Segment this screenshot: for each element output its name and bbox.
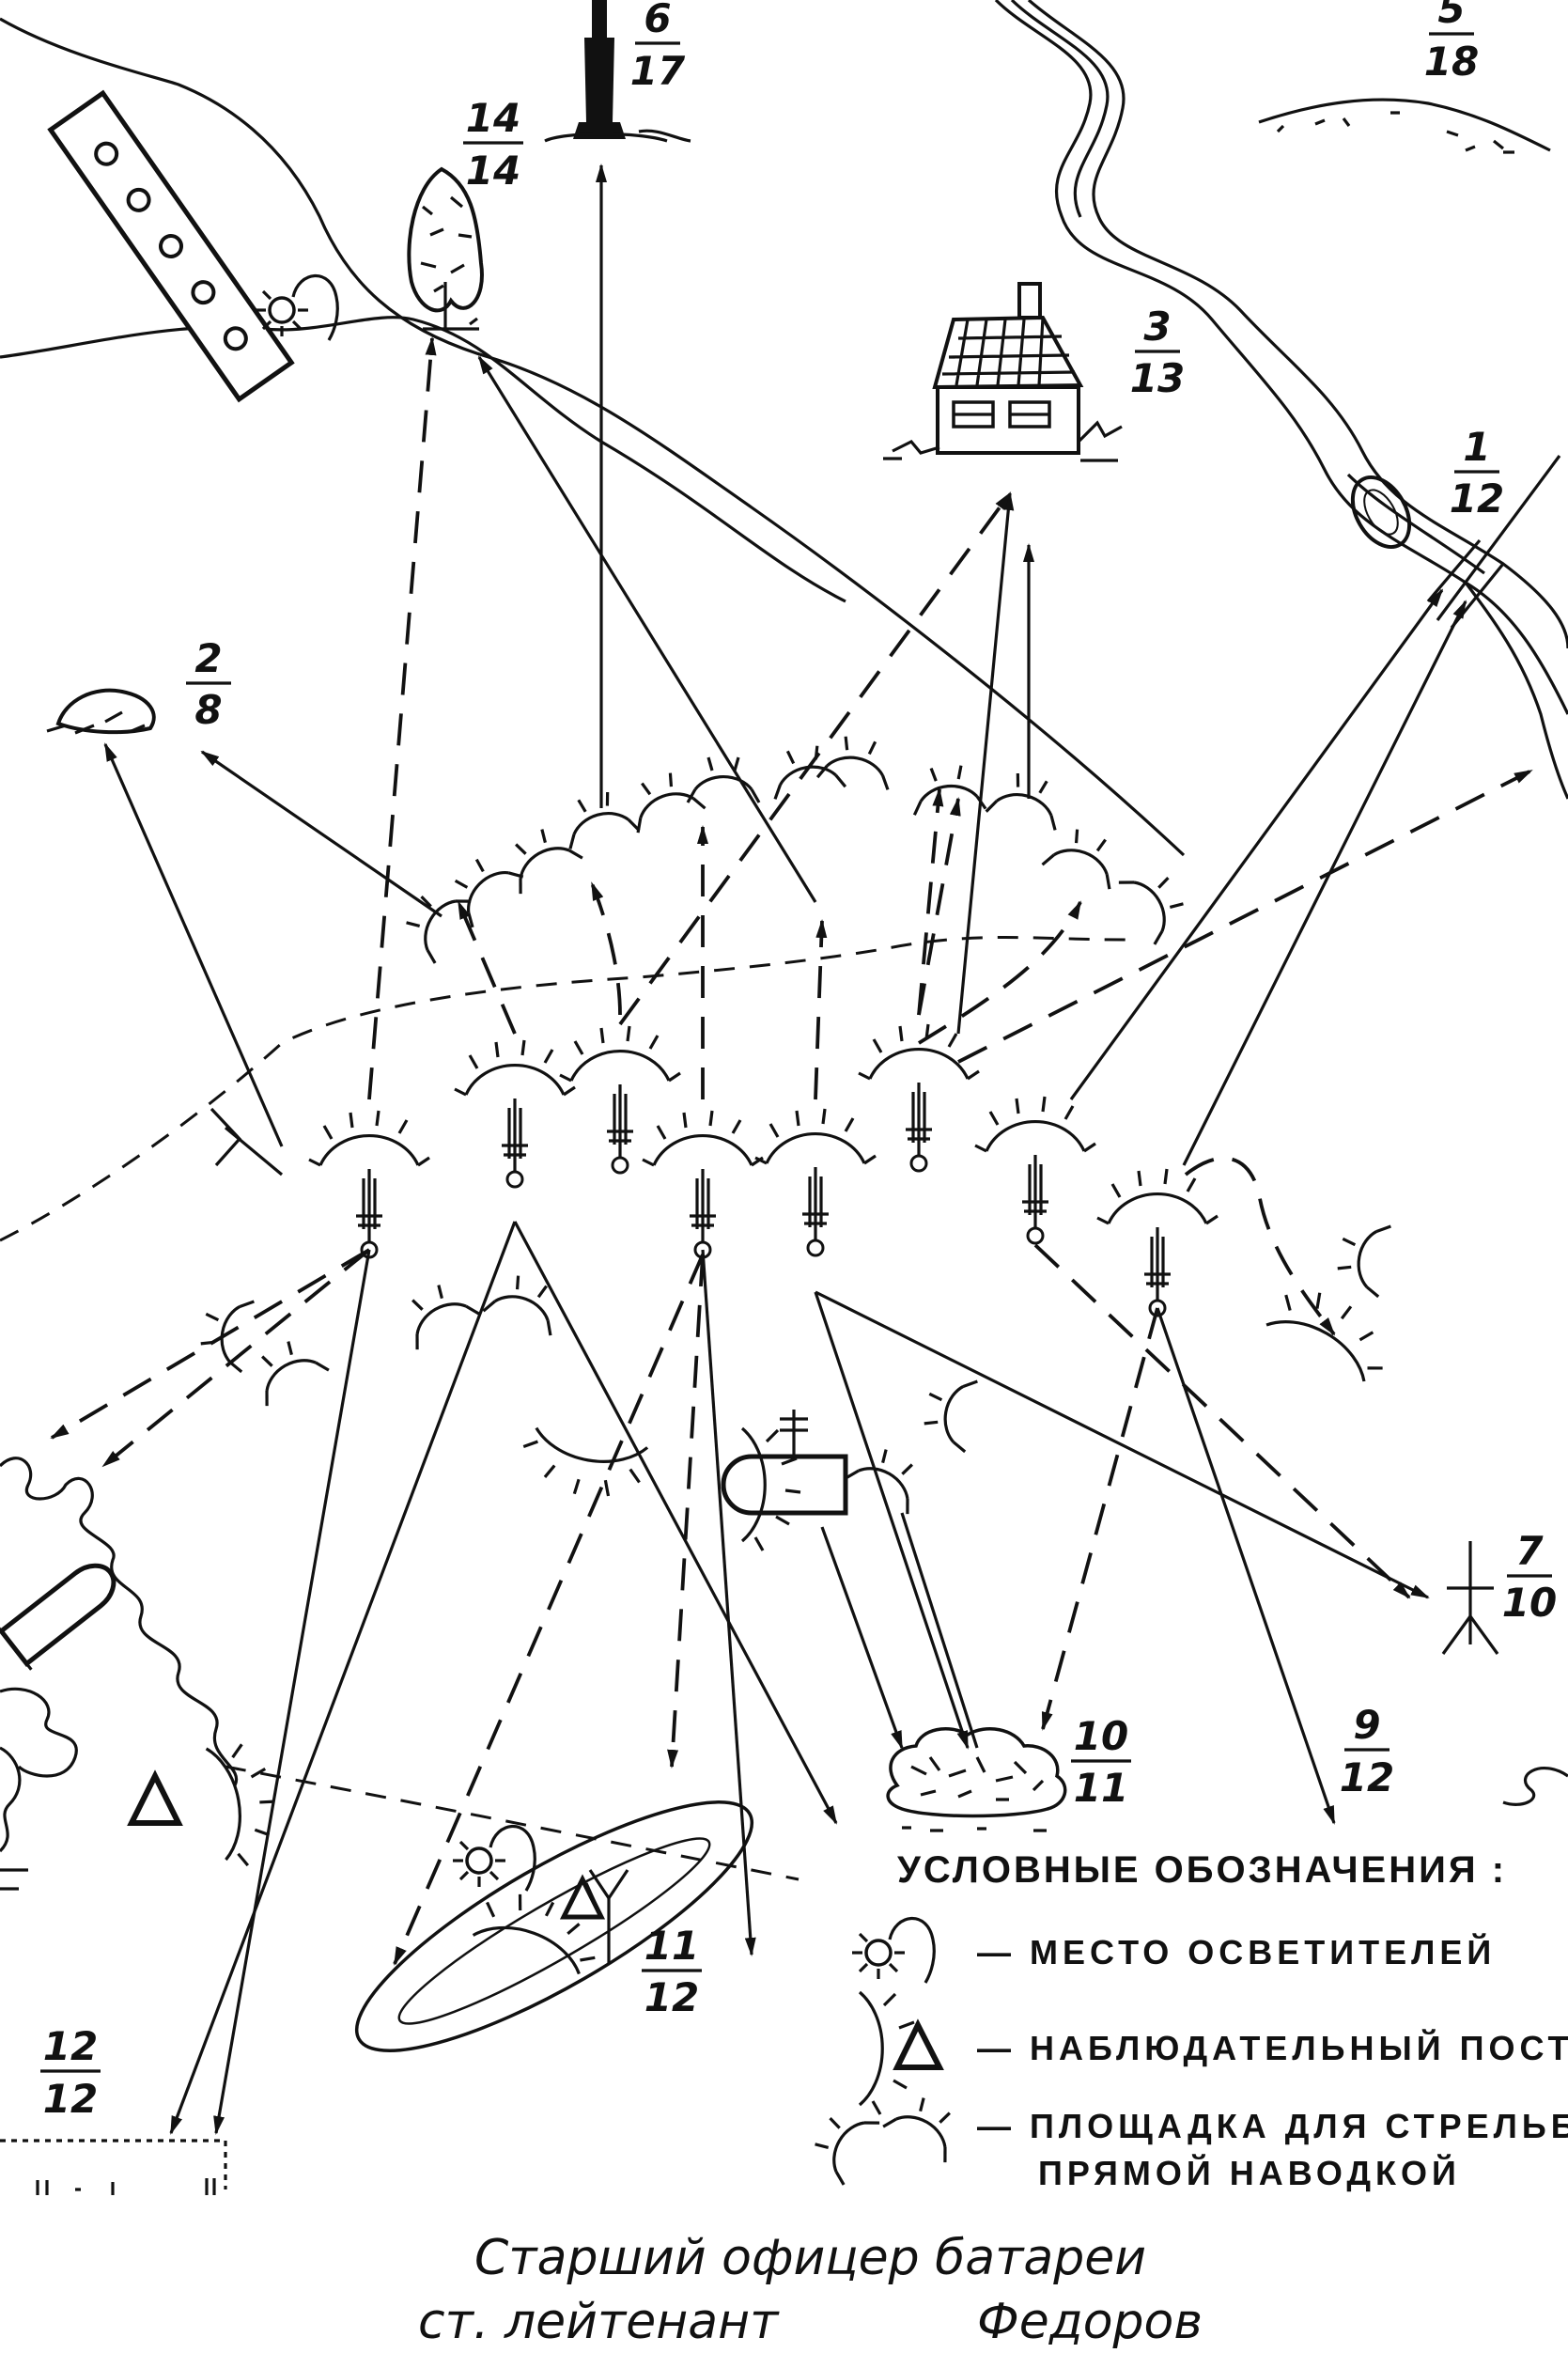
legend: УСЛОВНЫЕ ОБОЗНАЧЕНИЯ : — МЕСТО ОСВЕТИТЕЛ…: [802, 1849, 1568, 2192]
legend-item-direct-fire: — ПЛОЩАДКА ДЛЯ СТРЕЛЬБЫ: [977, 2107, 1568, 2145]
landmark-label-6: 6 17: [630, 0, 686, 94]
legend-title: УСЛОВНЫЕ ОБОЗНАЧЕНИЯ :: [897, 1849, 1507, 1891]
gun-position-icon: [973, 1095, 1097, 1245]
landmark-9-number: 9: [1353, 1702, 1380, 1748]
landmark-14-distance: 14: [466, 148, 520, 194]
direct-fire-platform-icon: [621, 764, 707, 834]
illuminator-position-icon: [451, 1824, 537, 1893]
landmark-3-distance: 13: [1130, 355, 1185, 401]
landmark-12-number: 12: [43, 2023, 98, 2069]
landmark-label-12: 12 12: [40, 2023, 101, 2122]
stone-icon: [46, 688, 156, 735]
landmark-7-number: 7: [1515, 1528, 1544, 1574]
direct-fire-platform-icon: [985, 766, 1069, 832]
landmark-9-distance: 12: [1340, 1754, 1394, 1800]
observation-post-icon: [559, 1874, 606, 1920]
direct-fire-platform-icon: [815, 731, 897, 791]
trench-icon: [515, 1425, 649, 1507]
landmark-5-number: 5: [1437, 0, 1465, 32]
direct-fire-platform-icon: [919, 1372, 979, 1454]
gun-position-icon: [307, 1109, 431, 1259]
landmark-2-number: 2: [194, 635, 222, 681]
direct-fire-platform-icon: [496, 817, 584, 896]
landmark-label-3: 3 13: [1130, 304, 1185, 401]
signature-block: Старший офицер батареи ст. лейтенант Фед…: [418, 2230, 1203, 2350]
trench-icon: [1265, 1272, 1404, 1388]
gun-position-icon: [641, 1109, 765, 1259]
direct-fire-platform-icon: [1332, 1217, 1392, 1299]
landmark-label-2: 2 8: [186, 635, 231, 733]
landmark-10-distance: 11: [1074, 1765, 1128, 1811]
landmark-6-number: 6: [644, 0, 671, 41]
landmark-label-5: 5 18: [1424, 0, 1479, 85]
signature-name: Федоров: [977, 2294, 1203, 2350]
tripod-icon: [1441, 1541, 1499, 1655]
landmark-label-14: 14 14: [463, 95, 523, 194]
direct-fire-platform-icon: [439, 843, 525, 929]
terrain-lines: [0, 17, 1186, 1881]
solid-fire-lines: [103, 164, 1467, 2135]
terrain-squiggle: [1502, 1766, 1568, 1806]
direct-fire-platform-icon: [908, 762, 987, 817]
landmark-6-distance: 17: [630, 48, 686, 94]
dashed-fire-lines: [50, 336, 1533, 1966]
observation-post-icon: [858, 1990, 944, 2116]
lake: [354, 1800, 754, 2052]
illuminator-position-icon: [850, 1916, 937, 1985]
landmark-label-9: 9 12: [1340, 1702, 1394, 1800]
landmark-1-distance: 12: [1450, 475, 1504, 522]
landmark-label-1: 1 12: [1450, 424, 1504, 522]
gun-position-icon: [1095, 1167, 1219, 1317]
landmark-11-number: 11: [644, 1923, 699, 1969]
landmark-14-number: 14: [466, 95, 520, 141]
landmark-2-distance: 8: [194, 687, 222, 733]
landmark-5-distance: 18: [1424, 39, 1479, 85]
gun-position-icon: [453, 1038, 577, 1189]
signature-rank: ст. лейтенант: [418, 2294, 780, 2350]
landmark-11-distance: 12: [644, 1974, 699, 2020]
direct-fire-platform-icon: [556, 785, 641, 850]
legend-item-direct-fire-line2: ПРЯМОЙ НАВОДКОЙ: [1038, 2153, 1461, 2192]
observation-post-icon: [127, 1769, 183, 1826]
hill-icon: [1258, 98, 1551, 154]
landmark-1-number: 1: [1463, 424, 1490, 470]
command-post-icon: [721, 1410, 848, 1516]
tree-icon: [407, 166, 484, 331]
landmark-3-number: 3: [1143, 304, 1171, 350]
searchlight-vehicle-icon: [0, 1563, 116, 1671]
direct-fire-platform-icon: [844, 1437, 932, 1516]
direct-fire-platform-icon: [242, 1329, 331, 1408]
landmark-10-number: 10: [1074, 1713, 1128, 1759]
landmark-12-distance: 12: [43, 2076, 98, 2122]
legend-item-illuminators: — МЕСТО ОСВЕТИТЕЛЕЙ: [977, 1932, 1496, 1971]
forest-edge: [0, 1457, 239, 1891]
antenna-icon: [210, 1107, 284, 1176]
landmark-label-10: 10 11: [1071, 1713, 1131, 1811]
direct-fire-platform-icon: [1040, 820, 1126, 891]
searchlight-bar-icon: [47, 89, 295, 403]
gun-position-icon: [753, 1107, 877, 1257]
landmark-label-7: 7 10: [1502, 1528, 1557, 1626]
tower-icon: [544, 0, 691, 143]
landmark-7-distance: 10: [1502, 1580, 1557, 1626]
bush-icon: [886, 1727, 1067, 1832]
settlement-icon: [0, 2139, 227, 2195]
gun-position-icon: [857, 1022, 981, 1173]
house-icon: [883, 282, 1123, 462]
direct-fire-platform-icon: [481, 1267, 567, 1337]
direct-fire-platform-icon: [393, 1272, 481, 1351]
signature-position: Старший офицер батареи: [474, 2230, 1146, 2286]
direct-fire-platform-icon: [1117, 858, 1196, 946]
direct-fire-platform-icon: [802, 2085, 970, 2187]
antenna-icon: [588, 1869, 629, 1964]
legend-item-observation-post: — НАБЛЮДАТЕЛЬНЫЙ ПОСТ: [977, 2028, 1568, 2067]
landmark-label-11: 11 12: [642, 1923, 702, 2020]
